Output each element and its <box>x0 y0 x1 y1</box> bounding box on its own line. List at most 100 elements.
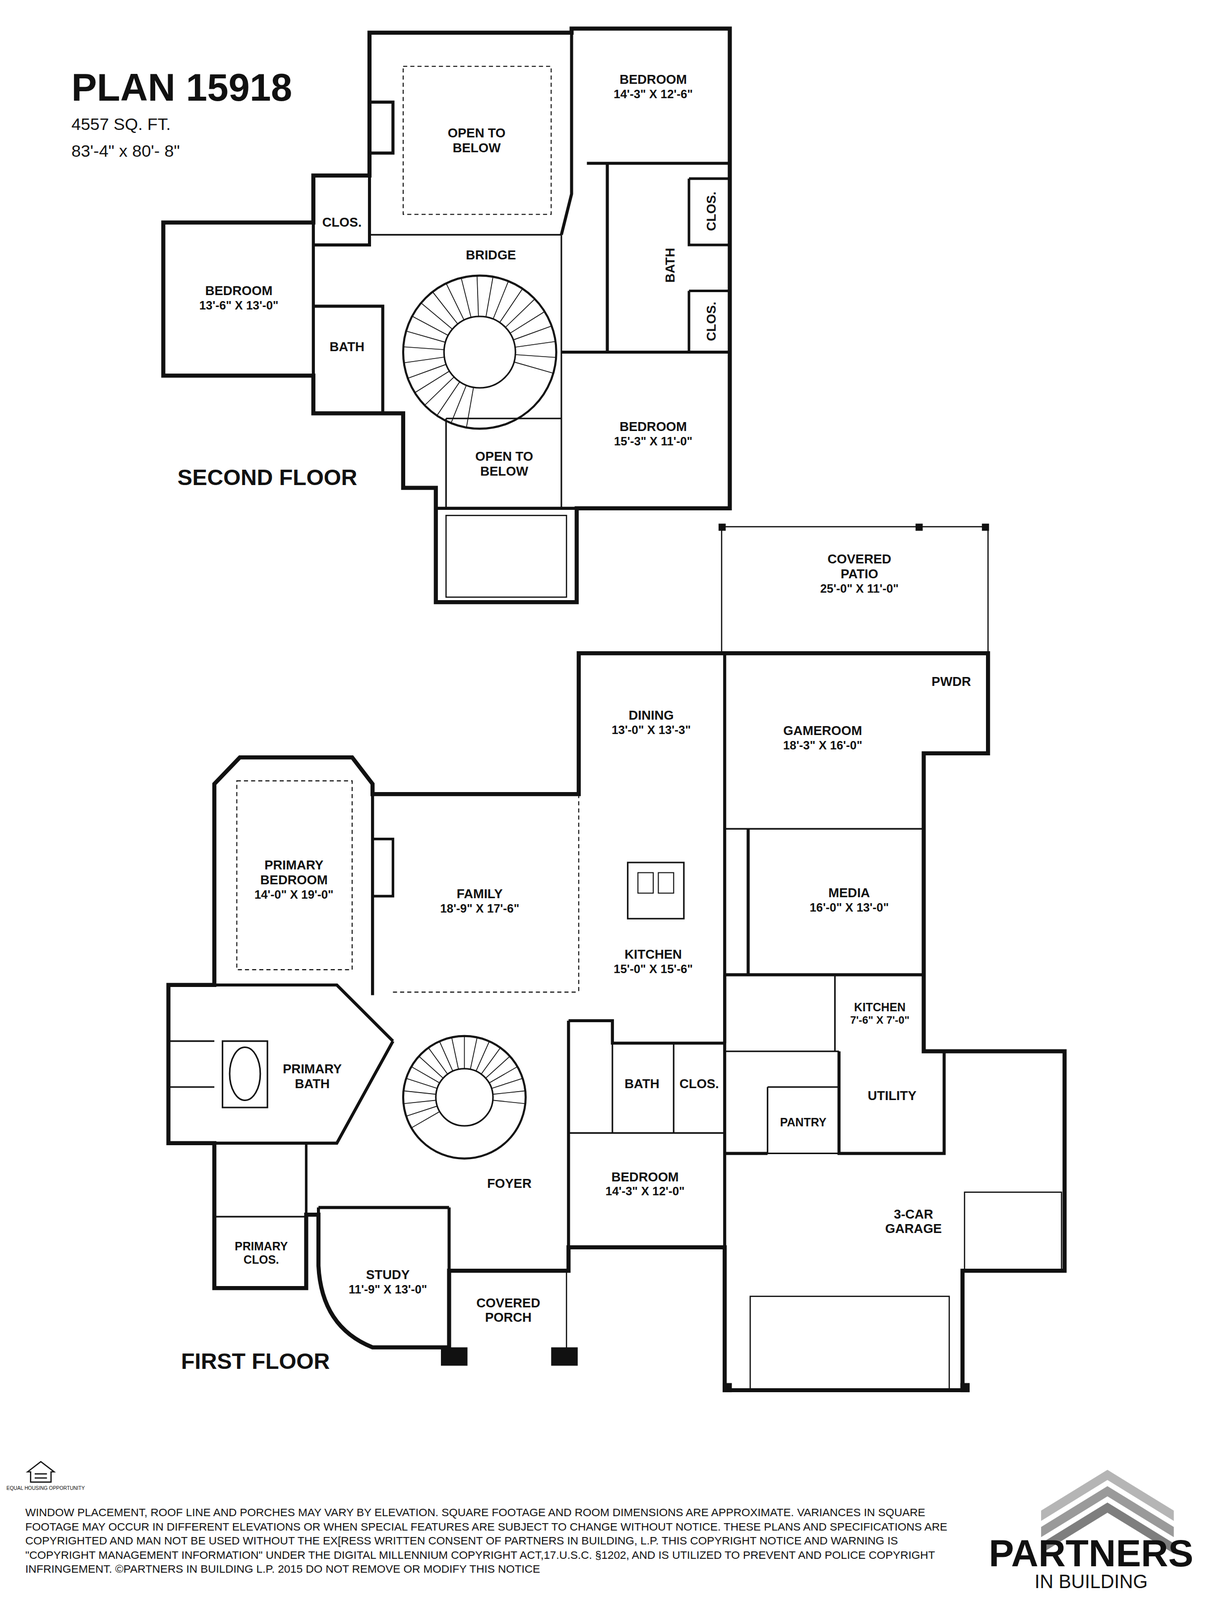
stair-tread <box>451 1037 459 1070</box>
wall-line <box>568 1020 725 1044</box>
wall-line <box>746 828 750 975</box>
stair-tread <box>509 311 545 334</box>
room-name: CLOS. <box>679 1076 719 1092</box>
wall-line <box>447 1207 451 1272</box>
wall-line <box>445 515 567 598</box>
stair-tread <box>446 283 465 320</box>
room-name: FOYER <box>487 1176 532 1192</box>
wall-line <box>724 1050 839 1052</box>
room-dimensions: 14'-3" X 12'-6" <box>613 87 693 102</box>
stair-tread <box>515 354 556 358</box>
wall-line <box>964 1192 1062 1271</box>
room-dimensions: 14'-0" X 19'-0" <box>254 887 334 902</box>
stair-tread <box>461 277 472 318</box>
room-label: CLOS. <box>703 302 719 342</box>
room-name: OPEN TO BELOW <box>474 449 535 480</box>
room-name: PRIMARY CLOS. <box>226 1239 297 1267</box>
stair-tread <box>406 330 446 343</box>
stair-tread <box>513 362 553 374</box>
room-label: CLOS. <box>679 1076 719 1092</box>
room-dimensions: 14'-3" X 12'-0" <box>605 1184 685 1199</box>
room-dimensions: 15'-3" X 11'-0" <box>614 434 693 449</box>
wall-line <box>163 28 730 603</box>
column-post <box>960 1383 971 1393</box>
room-name: BATH <box>329 339 365 355</box>
room-label: FOYER <box>487 1176 532 1192</box>
wall-line <box>566 1020 570 1248</box>
plan-title: PLAN 15918 <box>71 68 293 107</box>
room-dimensions: 13'-0" X 13'-3" <box>611 723 691 737</box>
wall-line <box>311 222 315 376</box>
room-dimensions: 15'-0" X 15'-6" <box>613 962 693 977</box>
stair-tread <box>486 276 493 317</box>
column-post <box>440 1347 468 1366</box>
wall-line <box>305 1143 308 1217</box>
room-label: PRIMARY BEDROOM14'-0" X 19'-0" <box>254 858 334 902</box>
stair-outline <box>443 316 516 388</box>
room-name: CLOS. <box>703 302 719 342</box>
room-name: OPEN TO BELOW <box>446 125 507 156</box>
room-label: COVERED PATIO25'-0" X 11'-0" <box>819 552 900 596</box>
room-label: CLOS. <box>703 191 719 231</box>
stair-tread <box>406 1105 438 1116</box>
plan-label: SECOND FLOOR <box>177 465 358 491</box>
wall-line <box>168 653 1065 1391</box>
wall-line <box>403 66 552 215</box>
wall-line <box>370 794 374 995</box>
stair-tread <box>403 357 445 363</box>
room-name: CLOS. <box>322 215 362 231</box>
room-name: MEDIA <box>809 885 889 901</box>
room-dimensions: 16'-0" X 13'-0" <box>809 900 889 915</box>
stair-tread <box>505 299 535 328</box>
wall-line <box>369 102 393 154</box>
stair-tread <box>466 387 474 428</box>
stair-tread <box>485 1056 510 1079</box>
stair-tread <box>464 1036 466 1069</box>
wall-line <box>313 306 383 414</box>
wall-line <box>834 974 836 1051</box>
wall-line <box>724 1151 768 1155</box>
room-name: BEDROOM <box>614 419 693 435</box>
wall-line <box>168 1041 215 1088</box>
room-name: BATH <box>624 1076 660 1092</box>
column-post <box>718 523 726 531</box>
wall-line <box>607 163 690 353</box>
stair-tread <box>432 291 458 324</box>
room-label: BRIDGE <box>465 247 516 263</box>
equal-housing-icon <box>27 1461 55 1482</box>
room-name: CLOS. <box>703 191 719 231</box>
wall-line <box>637 872 674 894</box>
room-name: PRIMARY BATH <box>275 1061 350 1092</box>
stair-tread <box>407 364 446 379</box>
logo-text: IN BUILDING <box>1034 1571 1148 1593</box>
column-post <box>915 523 923 531</box>
room-name: PRIMARY BEDROOM <box>254 858 334 888</box>
plan-label: 83'-4" x 80'- 8" <box>71 141 181 161</box>
wall-line <box>435 506 577 510</box>
stair-tread <box>411 1111 440 1128</box>
stair-tread <box>476 1041 490 1072</box>
wall-line <box>214 1216 307 1218</box>
wall-line <box>721 526 988 654</box>
room-label: BATH <box>624 1076 660 1092</box>
stair-outline <box>403 275 557 430</box>
room-label: PANTRY <box>780 1115 827 1130</box>
room-name: PWDR <box>931 674 971 690</box>
room-name: UTILITY <box>867 1088 917 1104</box>
stair-tread <box>470 1037 478 1070</box>
room-name: PANTRY <box>780 1115 827 1130</box>
wall-line <box>724 828 924 830</box>
wall-line <box>578 794 580 992</box>
wall-line <box>688 178 730 246</box>
column-post <box>551 1347 578 1366</box>
room-label: STUDY11'-9" X 13'-0" <box>348 1267 428 1296</box>
room-label: PRIMARY CLOS. <box>226 1239 297 1267</box>
room-name: BATH <box>663 247 678 283</box>
wall-line <box>723 974 727 1247</box>
wall-line <box>561 350 731 354</box>
wall-line <box>313 175 370 246</box>
wall-line <box>839 1051 945 1154</box>
column-post <box>982 523 989 531</box>
room-name: BRIDGE <box>465 247 516 263</box>
room-dimensions: 11'-9" X 13'-0" <box>348 1282 428 1297</box>
